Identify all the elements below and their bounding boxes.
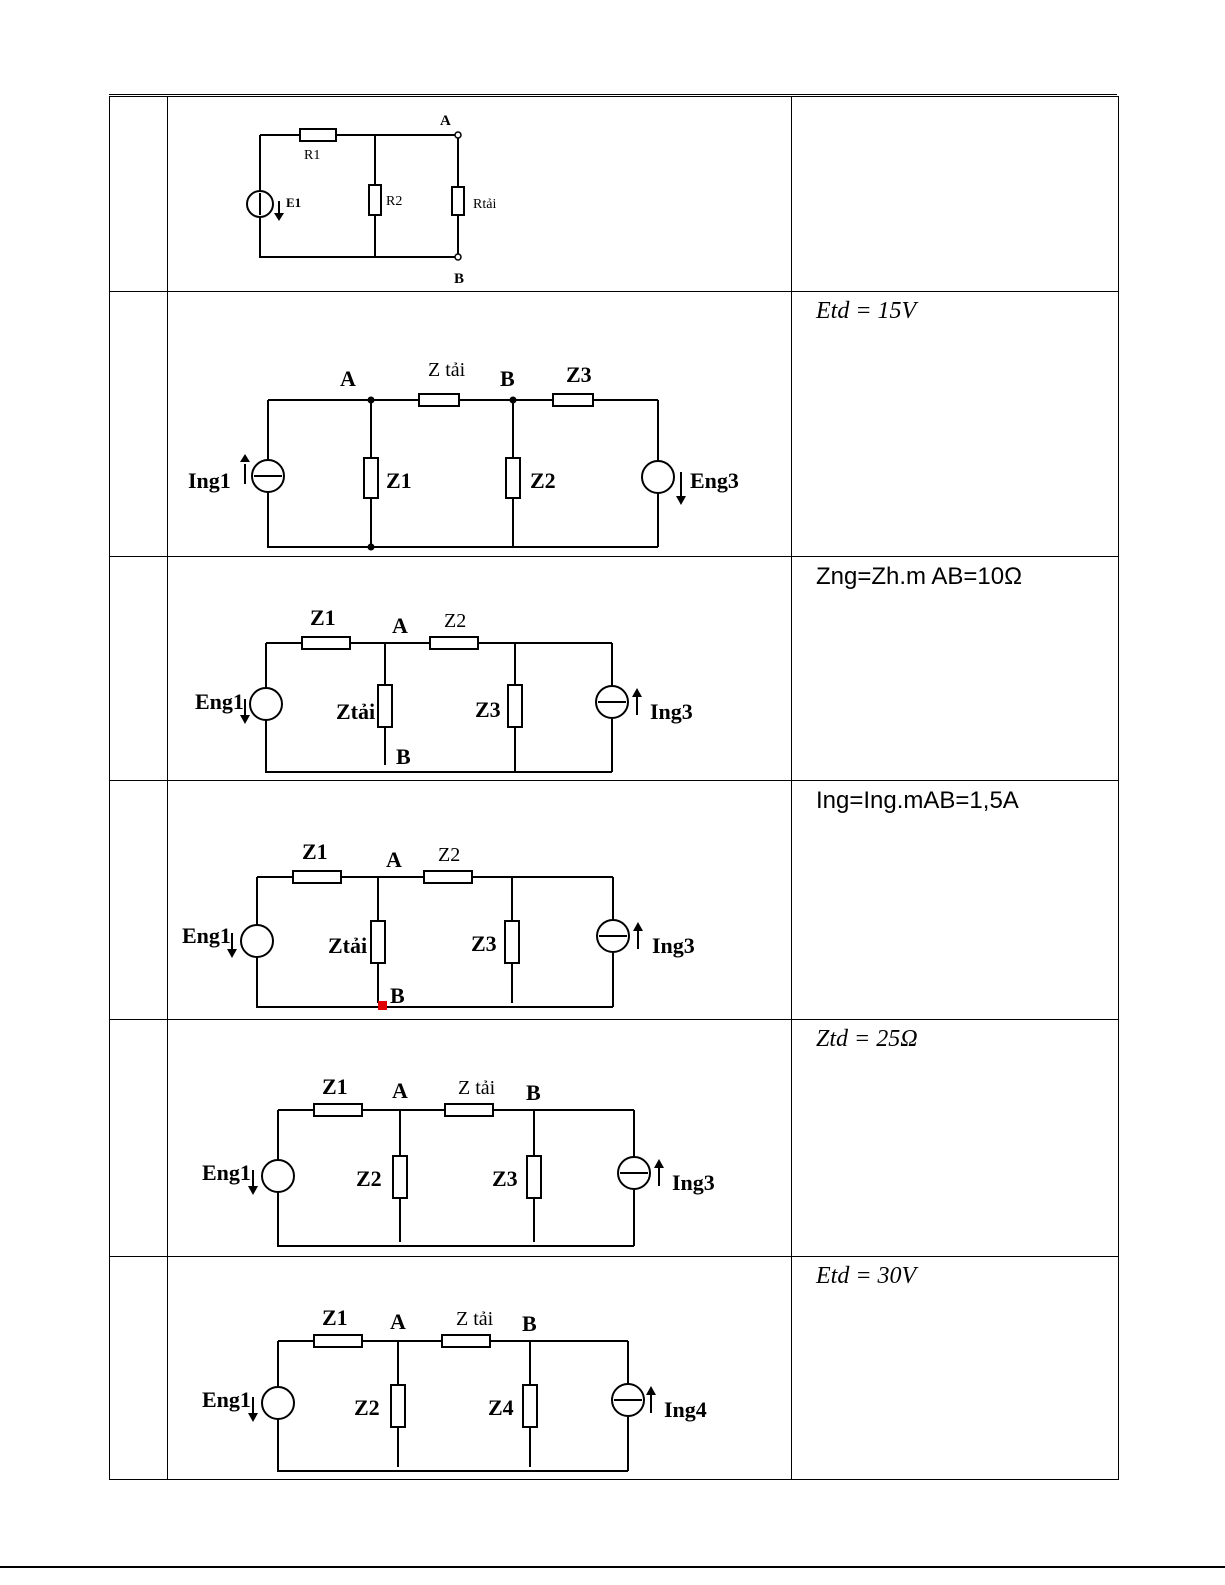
source-label-e1: E1 xyxy=(286,195,301,210)
node-label-b: B xyxy=(454,271,464,287)
element-label-z1: Z1 xyxy=(302,839,328,864)
element-label-z1: Z1 xyxy=(322,1305,348,1330)
exercise-table: A B R1 R2 Rtải E1 xyxy=(109,96,1119,1480)
circuit-diagram-1: A B R1 R2 Rtải E1 xyxy=(168,97,791,291)
element-label-ztai: Ztải xyxy=(336,699,375,724)
node-label-a: A xyxy=(392,613,408,638)
answer-cell: Ztd = 25Ω xyxy=(792,1020,1119,1257)
element-label-r1: R1 xyxy=(304,148,320,163)
row-number-cell xyxy=(110,1020,168,1257)
circuit-diagram-2: A B Z tải Z3 Z1 Z2 Ing1 Eng3 xyxy=(168,292,791,556)
element-label-z1: Z1 xyxy=(310,605,336,630)
node-label-a: A xyxy=(392,1078,408,1103)
element-label-z1: Z1 xyxy=(386,468,412,493)
node-label-b: B xyxy=(390,983,405,1008)
circuit-diagram-6: A B Z1 Z tải Z2 Z4 Eng1 Ing4 xyxy=(168,1257,791,1479)
node-label-a: A xyxy=(440,113,451,129)
node-label-b: B xyxy=(396,744,411,769)
element-label-z3: Z3 xyxy=(475,697,501,722)
answer-text: Ing=Ing.mAB=1,5A xyxy=(816,787,1019,815)
row-number-cell xyxy=(110,97,168,292)
answer-cell: Ing=Ing.mAB=1,5A xyxy=(792,781,1119,1020)
selection-marker xyxy=(378,1001,387,1010)
element-label-z2: Z2 xyxy=(444,610,466,632)
table-row: A B Z1 Z2 Ztải Z3 Eng1 Ing3 Ing=Ing.mAB=… xyxy=(110,781,1119,1020)
element-label-rtai: Rtải xyxy=(473,197,496,212)
answer-cell: Zng=Zh.m AB=10Ω xyxy=(792,557,1119,781)
answer-cell: Etd = 30V xyxy=(792,1257,1119,1480)
node-label-b: B xyxy=(522,1311,537,1336)
element-label-z2: Z2 xyxy=(356,1166,382,1191)
circuit-diagram-4: A B Z1 Z2 Ztải Z3 Eng1 Ing3 xyxy=(168,781,791,1019)
node-label-b: B xyxy=(526,1080,541,1105)
table-row: A B Z1 Z2 Ztải Z3 Eng1 Ing3 Zng=Zh.m AB=… xyxy=(110,557,1119,781)
answer-text: Etd = 15V xyxy=(816,298,916,325)
top-rule xyxy=(109,94,1117,95)
circuit-diagram-5: A B Z1 Z tải Z2 Z3 Eng1 Ing3 xyxy=(168,1020,791,1256)
element-label-z1: Z1 xyxy=(322,1074,348,1099)
answer-text: Ztd = 25Ω xyxy=(816,1026,918,1053)
table-row: A B Z1 Z tải Z2 Z4 Eng1 Ing4 Etd = 30V xyxy=(110,1257,1119,1480)
answer-text: Zng=Zh.m AB=10Ω xyxy=(816,563,1022,591)
source-label-eng1: Eng1 xyxy=(202,1387,251,1412)
node-label-a: A xyxy=(386,847,402,872)
node-label-b: B xyxy=(500,366,515,391)
table-row: A B R1 R2 Rtải E1 xyxy=(110,97,1119,292)
node-label-a: A xyxy=(390,1309,406,1334)
element-label-z2: Z2 xyxy=(438,844,460,866)
row-number-cell xyxy=(110,292,168,557)
bottom-rule xyxy=(0,1566,1225,1568)
circuit-diagram-3: A B Z1 Z2 Ztải Z3 Eng1 Ing3 xyxy=(168,557,791,780)
row-number-cell xyxy=(110,557,168,781)
answer-text: Etd = 30V xyxy=(816,1263,916,1290)
element-label-r2: R2 xyxy=(386,194,402,209)
node-label-a: A xyxy=(340,366,356,391)
circuit-cell: A B Z1 Z tải Z2 Z3 Eng1 Ing3 xyxy=(168,1020,792,1257)
source-label-eng3: Eng3 xyxy=(690,468,739,493)
row-number-cell xyxy=(110,1257,168,1480)
circuit-cell: A B Z1 Z2 Ztải Z3 Eng1 Ing3 xyxy=(168,781,792,1020)
element-label-z3: Z3 xyxy=(492,1166,518,1191)
source-label-ing1: Ing1 xyxy=(188,468,231,493)
source-label-ing4: Ing4 xyxy=(664,1397,707,1422)
source-label-ing3: Ing3 xyxy=(672,1170,715,1195)
source-label-ing3: Ing3 xyxy=(650,699,693,724)
source-label-eng1: Eng1 xyxy=(195,689,244,714)
table-row: A B Z tải Z3 Z1 Z2 Ing1 Eng3 Etd = 15V xyxy=(110,292,1119,557)
element-label-ztai: Z tải xyxy=(428,359,466,381)
answer-cell: Etd = 15V xyxy=(792,292,1119,557)
element-label-z2: Z2 xyxy=(530,468,556,493)
element-label-z3: Z3 xyxy=(471,931,497,956)
source-label-ing3: Ing3 xyxy=(652,933,695,958)
source-label-eng1: Eng1 xyxy=(182,923,231,948)
element-label-ztai: Z tải xyxy=(456,1308,494,1330)
answer-cell xyxy=(792,97,1119,292)
source-label-eng1: Eng1 xyxy=(202,1160,251,1185)
element-label-ztai: Ztải xyxy=(328,933,367,958)
circuit-cell: A B Z1 Z tải Z2 Z4 Eng1 Ing4 xyxy=(168,1257,792,1480)
table-row: A B Z1 Z tải Z2 Z3 Eng1 Ing3 Ztd = 25Ω xyxy=(110,1020,1119,1257)
element-label-z3: Z3 xyxy=(566,362,592,387)
circuit-cell: A B R1 R2 Rtải E1 xyxy=(168,97,792,292)
element-label-ztai: Z tải xyxy=(458,1077,496,1099)
element-label-z2: Z2 xyxy=(354,1395,380,1420)
element-label-z4: Z4 xyxy=(488,1395,514,1420)
circuit-cell: A B Z tải Z3 Z1 Z2 Ing1 Eng3 xyxy=(168,292,792,557)
row-number-cell xyxy=(110,781,168,1020)
circuit-cell: A B Z1 Z2 Ztải Z3 Eng1 Ing3 xyxy=(168,557,792,781)
